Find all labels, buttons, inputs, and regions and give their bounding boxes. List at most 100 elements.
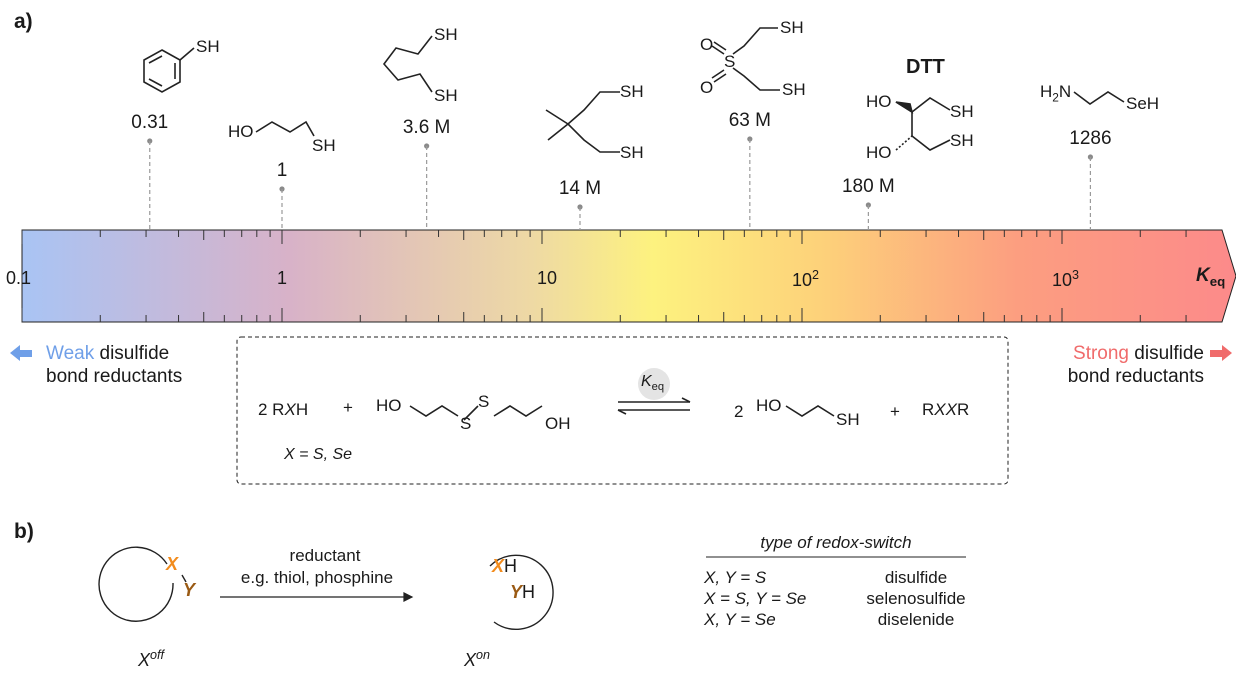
- dimethyl-dithiol-structure: [545, 91, 620, 153]
- y-on-letter: Y: [510, 582, 523, 602]
- eq-s1: S: [460, 414, 472, 433]
- pentanedithiol-structure: [382, 35, 433, 93]
- pentanedithiol-sh1: SH: [434, 25, 458, 44]
- weak-arrow: [10, 345, 32, 361]
- x-atom-on: XH: [492, 556, 517, 577]
- strong-line2: bond reductants: [1067, 366, 1204, 387]
- strong-label: Strong disulfide bond reductants: [1052, 342, 1204, 388]
- eq-ho-left: HO: [376, 396, 402, 415]
- table-header: type of redox-switch: [760, 533, 912, 552]
- keq-glow: [638, 368, 670, 400]
- sulfone-sh2: SH: [782, 80, 806, 99]
- eq-s2: S: [478, 392, 490, 411]
- eq-plus1: +: [343, 398, 353, 417]
- mercaptoethanol-product-structure: [785, 405, 835, 417]
- eq-k-sub: eq: [651, 381, 665, 394]
- y-atom-on: YH: [510, 582, 535, 603]
- dtt-ho1: HO: [866, 92, 892, 111]
- panel-b-label: b): [14, 520, 34, 543]
- thiophenol-structure: [143, 47, 195, 93]
- eq-reactant-rxh: 2 RXH: [258, 400, 308, 420]
- eq-r2: R: [956, 400, 970, 419]
- macrocycle-on: [489, 554, 554, 630]
- dtt-structure: [895, 97, 951, 151]
- eq-condition: X = S, Se: [284, 446, 353, 463]
- table-row-type: selenosulfide: [866, 589, 966, 608]
- equation-box: [236, 336, 1009, 485]
- strong-arrow: [1210, 345, 1232, 361]
- mercaptoethanol-ho: HO: [228, 122, 254, 141]
- weak-highlight: Weak: [46, 343, 95, 364]
- panel-a-label: a): [14, 10, 33, 33]
- tick-label: 102: [792, 268, 820, 290]
- dimethyl-sh2: SH: [620, 143, 644, 162]
- weak-rest: disulfide: [94, 343, 170, 364]
- dtt-ho2: HO: [866, 143, 892, 162]
- tick-label: 1: [277, 268, 288, 288]
- sulfone-dithiol-structure: [711, 27, 780, 91]
- reagent-line1: reductant: [289, 546, 361, 565]
- dimethyl-dithiol-value: 14 M: [558, 178, 602, 199]
- eq-h: H: [295, 400, 309, 419]
- nh2-sub: 2: [1052, 90, 1059, 105]
- table-row-condition: X, Y = S: [704, 568, 767, 587]
- tick-label: 10: [537, 268, 558, 288]
- table-row-type: diselenide: [877, 610, 955, 629]
- y-on-h: H: [522, 582, 536, 602]
- strong-rest: disulfide: [1129, 343, 1204, 364]
- dtt-title: DTT: [906, 56, 945, 78]
- y-atom-off: Y: [183, 580, 196, 600]
- disulfide-structure: [409, 405, 543, 421]
- table-row-condition: X, Y = Se: [704, 610, 776, 629]
- selenocysteamine-seh: SeH: [1126, 94, 1160, 113]
- x-off-main: X: [138, 650, 151, 670]
- tick-exponent: 3: [1072, 268, 1080, 282]
- equilibrium-arrows: [617, 397, 691, 415]
- eq-k-main: K: [641, 373, 652, 390]
- eq-rxxr: RXXR: [922, 400, 969, 420]
- eq-coef-left: 2 R: [258, 400, 285, 419]
- table-row-type: disulfide: [884, 568, 948, 587]
- eq-x: X: [284, 400, 296, 419]
- sulfone-dithiol-value: 63 M: [728, 110, 771, 131]
- eq-sh-right: SH: [836, 410, 860, 429]
- x-off-label: Xoff: [138, 648, 164, 671]
- thiophenol-value: 0.31: [131, 112, 169, 133]
- x-atom-off: X: [166, 554, 179, 574]
- mercaptoethanol-value: 1: [276, 160, 288, 181]
- sulfone-o1: O: [700, 35, 714, 54]
- scale-ticks: [21, 230, 1187, 322]
- eq-oh-right: OH: [545, 414, 571, 433]
- eq-ho-right: HO: [756, 396, 782, 415]
- reagent-line2: e.g. thiol, phosphine: [240, 568, 394, 587]
- tick-exponent: 2: [812, 268, 820, 282]
- dtt-sh2: SH: [950, 131, 974, 150]
- mercaptoethanol-sh: SH: [312, 136, 336, 155]
- sulfone-s: S: [724, 52, 736, 71]
- dtt-value: 180 M: [841, 176, 895, 197]
- x-on-sup: on: [476, 648, 491, 662]
- mercaptoethanol-structure: [255, 120, 315, 137]
- x-on-main: X: [464, 650, 477, 670]
- x-on-label: Xon: [464, 648, 490, 671]
- strong-highlight: Strong: [1073, 343, 1129, 364]
- x-on-h: H: [504, 556, 518, 576]
- tick-label: 103: [1052, 268, 1080, 290]
- nh2-h: H: [1040, 82, 1053, 101]
- x-on-letter: X: [492, 556, 505, 576]
- nh2-n: N: [1058, 82, 1072, 101]
- selenocysteamine-structure: [1073, 91, 1125, 105]
- tick-label: 0.1: [6, 268, 32, 288]
- eq-plus2: +: [890, 402, 900, 421]
- selenocysteamine-nh2: H2N: [1040, 82, 1071, 104]
- sulfone-o2: O: [700, 78, 714, 97]
- weak-label: Weak disulfide bond reductants: [46, 342, 182, 388]
- sulfone-sh1: SH: [780, 18, 804, 37]
- keq-axis-label: Keq: [1196, 265, 1225, 289]
- eq-keq: Keq: [641, 373, 664, 393]
- weak-line2: bond reductants: [46, 366, 183, 387]
- thiophenol-sh: SH: [196, 37, 220, 56]
- keq-axis-sub: eq: [1209, 273, 1226, 289]
- macrocycle-off: [98, 546, 187, 622]
- selenocysteamine-value: 1286: [1069, 128, 1112, 149]
